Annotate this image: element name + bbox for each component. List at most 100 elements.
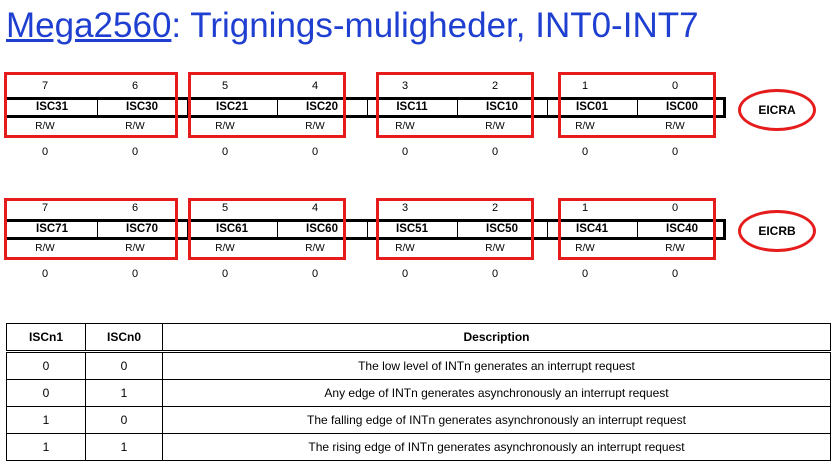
int2-highlight-box — [188, 72, 346, 138]
bit-field-name: ISC40 — [666, 223, 698, 235]
bit-number: 1 — [581, 202, 589, 214]
cell-divider — [277, 100, 278, 115]
bit-field-name: ISC60 — [306, 223, 338, 235]
access-label: R/W — [485, 121, 505, 132]
table-row: 1 0 The falling edge of INTn generates a… — [6, 406, 831, 434]
access-label: R/W — [35, 243, 55, 254]
reset-value: 0 — [221, 268, 229, 280]
access-label: R/W — [35, 121, 55, 132]
bit-number: 5 — [221, 202, 229, 214]
table-cell: The low level of INTn generates an inter… — [162, 351, 831, 380]
cell-divider — [637, 100, 638, 115]
table-cell: 1 — [6, 433, 86, 461]
table-row: 1 1 The rising edge of INTn generates as… — [6, 433, 831, 461]
cell-divider — [547, 222, 548, 237]
bit-number: 7 — [41, 80, 49, 92]
bit-field-name: ISC41 — [576, 223, 608, 235]
cell-divider — [367, 100, 368, 115]
bit-field-name: ISC11 — [396, 101, 428, 113]
access-label: R/W — [395, 121, 415, 132]
reset-value: 0 — [581, 146, 589, 158]
bit-field-name: ISC10 — [486, 101, 518, 113]
reset-value: 0 — [671, 268, 679, 280]
bit-field-name: ISC21 — [216, 101, 248, 113]
table-cell: 0 — [6, 351, 86, 380]
access-label: R/W — [665, 243, 685, 254]
access-label: R/W — [575, 121, 595, 132]
register-name-ellipse: EICRB — [738, 210, 816, 252]
reset-value: 0 — [311, 146, 319, 158]
register-name-ellipse: EICRA — [738, 89, 816, 131]
int1-highlight-box — [376, 72, 534, 138]
table-cell: The rising edge of INTn generates asynch… — [162, 433, 831, 461]
cell-divider — [457, 100, 458, 115]
int0-highlight-box — [558, 72, 716, 138]
access-label: R/W — [665, 121, 685, 132]
access-label: R/W — [125, 243, 145, 254]
cell-divider — [277, 222, 278, 237]
cell-divider — [367, 222, 368, 237]
table-header-row: ISCn1 ISCn0 Description — [6, 323, 831, 353]
title-text: : Trignings-muligheder, INT0-INT7 — [171, 6, 699, 45]
title-link[interactable]: Mega2560 — [6, 6, 172, 45]
table-cell: Any edge of INTn generates asynchronousl… — [162, 379, 831, 407]
cell-divider — [637, 222, 638, 237]
table-cell: 0 — [85, 406, 163, 434]
reset-value: 0 — [221, 146, 229, 158]
access-label: R/W — [575, 243, 595, 254]
reset-value: 0 — [131, 268, 139, 280]
reset-value: 0 — [311, 268, 319, 280]
bit-number: 0 — [671, 202, 679, 214]
page-title: Mega2560: Trignings-muligheder, INT0-INT… — [6, 4, 699, 48]
reset-value: 0 — [491, 146, 499, 158]
interrupt-sense-table: ISCn1 ISCn0 Description 0 0 The low leve… — [6, 323, 831, 461]
bit-number: 1 — [581, 80, 589, 92]
bit-number: 7 — [41, 202, 49, 214]
bit-field-name: ISC30 — [126, 101, 158, 113]
bit-field-name: ISC50 — [486, 223, 518, 235]
bit-number: 4 — [311, 202, 319, 214]
bit-number: 6 — [131, 202, 139, 214]
cell-divider — [547, 100, 548, 115]
table-cell: 1 — [85, 433, 163, 461]
bit-number: 3 — [401, 202, 409, 214]
reset-value: 0 — [401, 268, 409, 280]
int6-highlight-box — [188, 198, 346, 260]
access-label: R/W — [125, 121, 145, 132]
reset-value: 0 — [41, 146, 49, 158]
access-label: R/W — [215, 243, 235, 254]
bit-field-name: ISC00 — [666, 101, 698, 113]
table-cell: 0 — [6, 379, 86, 407]
bit-number: 0 — [671, 80, 679, 92]
bit-number: 6 — [131, 80, 139, 92]
table-row: 0 1 Any edge of INTn generates asynchron… — [6, 379, 831, 407]
access-label: R/W — [395, 243, 415, 254]
bit-field-name: ISC20 — [306, 101, 338, 113]
reset-value: 0 — [401, 146, 409, 158]
access-label: R/W — [305, 121, 325, 132]
column-header: ISCn1 — [6, 323, 86, 353]
bit-field-name: ISC01 — [576, 101, 608, 113]
reset-value: 0 — [581, 268, 589, 280]
bit-number: 2 — [491, 80, 499, 92]
table-cell: 1 — [6, 406, 86, 434]
register-eicrb: 7 6 5 4 3 2 1 0 ISC71 ISC70 ISC61 ISC60 … — [0, 194, 840, 284]
column-header: ISCn0 — [85, 323, 163, 353]
int3-highlight-box — [4, 72, 178, 138]
cell-divider — [97, 100, 98, 115]
reset-value: 0 — [41, 268, 49, 280]
cell-divider — [97, 222, 98, 237]
bit-number: 4 — [311, 80, 319, 92]
cell-divider — [187, 222, 188, 237]
cell-divider — [457, 222, 458, 237]
bit-field-name: ISC51 — [396, 223, 428, 235]
table-cell: 1 — [85, 379, 163, 407]
table-row: 0 0 The low level of INTn generates an i… — [6, 351, 831, 380]
bit-number: 3 — [401, 80, 409, 92]
access-label: R/W — [215, 121, 235, 132]
bit-number: 5 — [221, 80, 229, 92]
int4-highlight-box — [558, 198, 716, 260]
reset-value: 0 — [131, 146, 139, 158]
reset-value: 0 — [491, 268, 499, 280]
bit-number: 2 — [491, 202, 499, 214]
